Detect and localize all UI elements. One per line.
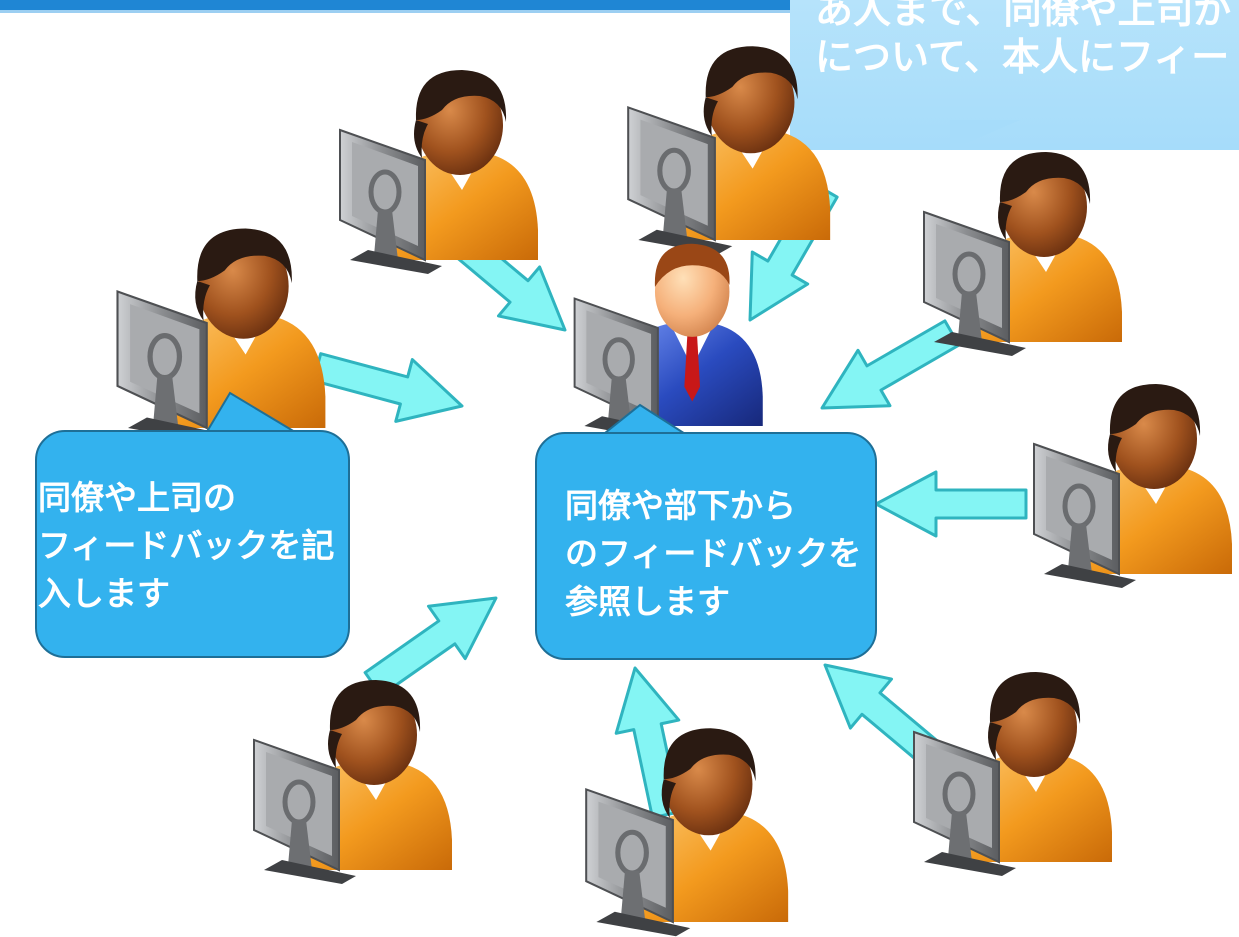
- person-at-computer-icon: [254, 680, 452, 884]
- left-bubble-text: 同僚や上司の フィードバックを記 入します: [38, 478, 335, 613]
- top-callout-tail: [950, 120, 1020, 150]
- header-bar: [0, 0, 1239, 10]
- person-at-computer-icon: [1034, 384, 1232, 588]
- feedback-arrow-icon: [874, 470, 1028, 538]
- center-speech-bubble: [535, 432, 877, 660]
- person-at-computer-icon: [924, 152, 1122, 356]
- center-bubble-tail-join: [603, 434, 687, 440]
- left-speech-bubble: [35, 430, 350, 658]
- manager-at-computer-icon: [575, 244, 763, 440]
- top-callout-line-1: あ人まで、同僚や上司が: [815, 0, 1232, 32]
- feedback-arrow-icon: [307, 334, 472, 439]
- feedback-arrow-icon: [804, 303, 970, 438]
- left-bubble-tail-join: [208, 432, 298, 438]
- center-bubble-text: 同僚や部下から のフィードバックを 参照します: [565, 486, 862, 621]
- person-at-computer-icon: [914, 672, 1112, 876]
- top-callout-text: あ人まで、同僚や上司が について、本人にフィー: [815, 0, 1239, 80]
- top-callout-line-2: について、本人にフィー: [815, 34, 1230, 79]
- person-at-computer-icon: [628, 46, 830, 254]
- person-at-computer-icon: [586, 728, 788, 936]
- header-bar-highlight: [0, 10, 1239, 13]
- person-at-computer-icon: [340, 70, 538, 274]
